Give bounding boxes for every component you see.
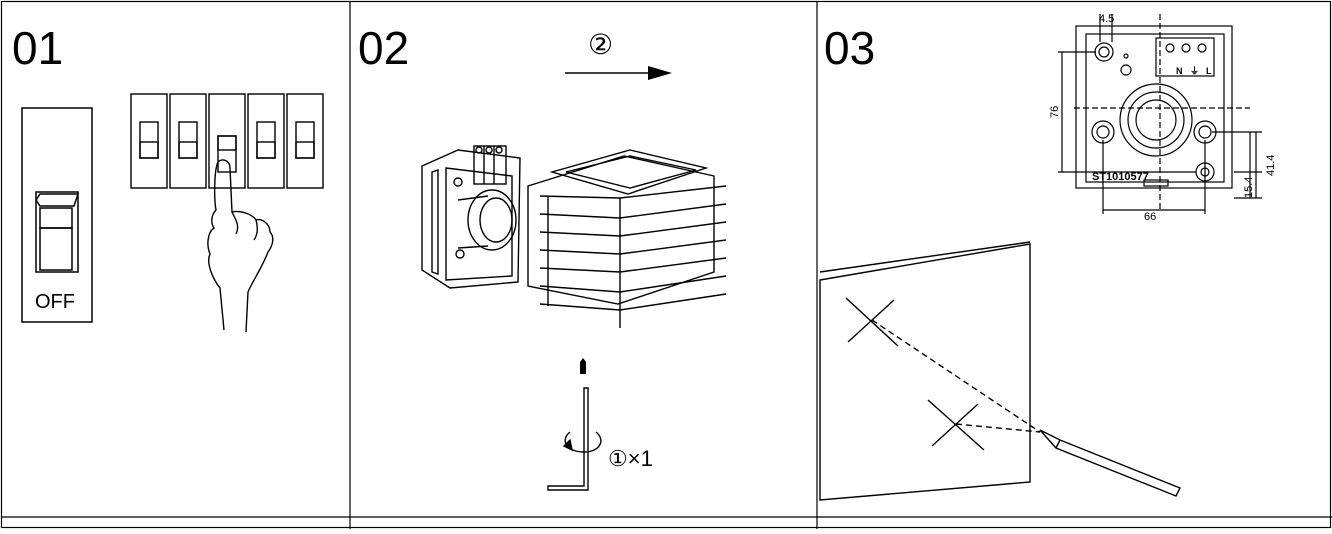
pencil-icon [1039,429,1181,497]
step-number-01: 01 [12,22,63,74]
off-label: OFF [35,291,75,313]
dimension-drawing [1058,14,1262,214]
step-number-02: 02 [358,22,409,74]
terminal-ground: ⏚ [1190,66,1199,76]
breaker-bank [130,93,324,189]
dim-offset-bottom: 15.4 [1243,177,1255,198]
arrow-right-icon [565,66,672,80]
panel-02: 02 ② [358,22,727,491]
dim-hole-diameter: 4.5 [1099,13,1114,25]
panel-01: 01 OFF [12,22,324,333]
screw-icon [580,358,586,374]
step-marker-2: ② [588,29,613,60]
dim-offset-right: 41.4 [1265,155,1277,176]
step-number-03: 03 [824,22,875,74]
breaker-switch-off [21,107,93,323]
terminal-l: L [1206,66,1212,76]
panel-03: 03 [819,13,1277,501]
base-module [421,145,521,289]
terminal-n: N [1176,66,1183,76]
dim-width: 66 [1144,211,1156,223]
cover-module [527,149,727,328]
hex-key-tool [547,387,602,491]
wall-panel [819,241,1041,501]
hand-icon [207,159,274,333]
tool-quantity: ①×1 [608,446,653,471]
dim-height: 76 [1049,106,1061,118]
terminal-labels: N ⏚ L [1176,66,1212,76]
model-code: ST1010577 [1092,171,1149,183]
